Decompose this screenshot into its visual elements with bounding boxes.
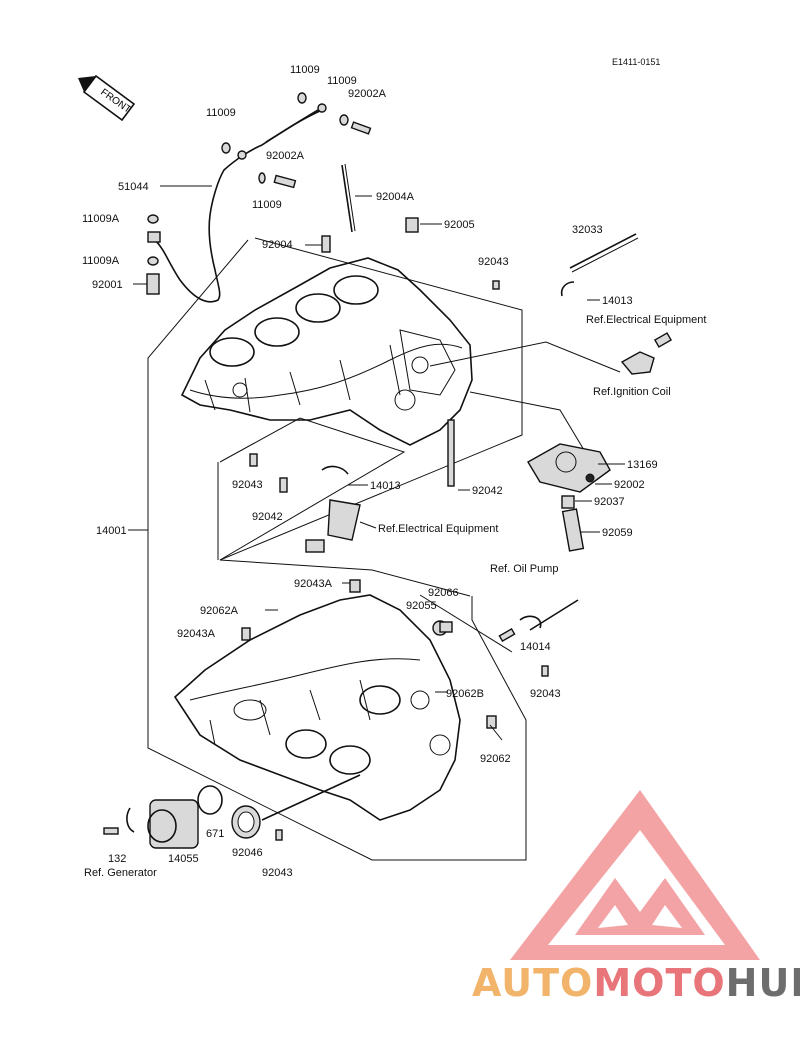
upper-crankcase [180,257,473,446]
label-92062a: 92062A [200,605,239,617]
right-side-parts [249,281,673,553]
label-92042-right: 92042 [472,485,503,497]
label-14055: 14055 [168,853,199,865]
reference-lines [147,237,621,861]
label-92004: 92004 [262,239,293,251]
ref-oil-pump: Ref. Oil Pump [490,563,558,575]
label-14013-mid: 14013 [370,480,401,492]
label-92002: 92002 [614,479,645,491]
leader-lines [128,185,625,741]
label-32033: 32033 [572,224,603,236]
label-92043-lowright: 92043 [530,688,561,700]
ref-electrical-equipment-1: Ref.Electrical Equipment [586,314,706,326]
ref-electrical-equipment-2: Ref.Electrical Equipment [378,523,498,535]
ref-generator: Ref. Generator [84,867,157,879]
watermark-text: AUTOMOTOHUB [472,961,800,1005]
label-14014: 14014 [520,641,551,653]
label-14001: 14001 [96,525,127,537]
label-11009a-a: 11009A [82,213,120,225]
label-92059: 92059 [602,527,633,539]
bolt-icons-top [146,92,372,295]
label-11009-c: 11009 [206,107,236,119]
watermark-logo [510,790,760,960]
label-92043-top: 92043 [478,256,509,268]
label-92001: 92001 [92,279,123,291]
label-11009-d: 11009 [252,199,282,211]
ref-ignition-coil: Ref.Ignition Coil [593,386,671,398]
label-92002a-a: 92002A [348,88,387,100]
label-671: 671 [206,828,224,840]
stud-bolts [321,163,639,290]
label-51044: 51044 [118,181,149,193]
label-92037: 92037 [594,496,625,508]
label-92043-mid: 92043 [232,479,263,491]
diagram-code: E1411-0151 [612,57,660,67]
label-92055: 92055 [406,600,437,612]
label-92004a: 92004A [376,191,415,203]
label-11009-a: 11009 [290,64,320,76]
bottom-left-parts [103,774,361,849]
label-11009a-b: 11009A [82,255,120,267]
label-92062: 92062 [480,753,511,765]
label-92062b: 92062B [446,688,484,700]
label-92042-left: 92042 [252,511,283,523]
label-92046: 92046 [232,847,263,859]
oil-pipe-51044 [147,103,327,303]
label-13169: 13169 [627,459,658,471]
label-11009-b: 11009 [327,75,357,87]
watermark-part-auto: AUTOMOTOHUB [472,961,800,1005]
label-92066: 92066 [428,587,459,599]
label-14013-top: 14013 [602,295,633,307]
lower-crankcase [173,579,579,821]
part-labels: 11009 11009 92002A 11009 92002A 11009 51… [82,64,706,879]
label-92005: 92005 [444,219,475,231]
label-92043a-top: 92043A [294,578,333,590]
label-92043-bottom: 92043 [262,867,293,879]
label-92043a-left: 92043A [177,628,216,640]
label-92002a-b: 92002A [266,150,305,162]
front-arrow-icon: FRONT [78,74,136,122]
label-132: 132 [108,853,126,865]
